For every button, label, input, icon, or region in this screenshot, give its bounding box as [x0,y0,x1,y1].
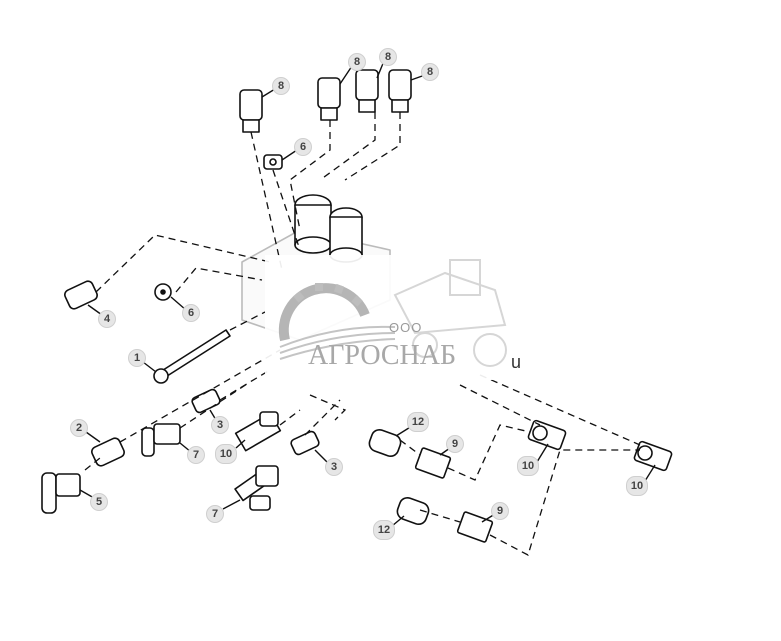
tee-10-mid [527,419,567,451]
tee-5 [41,472,81,514]
combine-harvester-icon [393,259,507,367]
watermark-suffix: u [511,352,522,372]
fitting-8-b [317,77,341,121]
part-callout-6: 6 [182,304,200,322]
part-callout-10: 10 [215,444,237,464]
fitting-3-a [191,388,221,414]
elbow-7-b [234,465,279,511]
coupler-9-b [456,511,494,543]
tee-10-right [633,440,673,472]
part-callout-8: 8 [272,77,290,95]
part-callout-10: 10 [517,456,539,476]
part-callout-7: 7 [206,505,224,523]
watermark-prefix: ООО [389,320,423,335]
watermark-panel [265,255,535,380]
plug-6-top [263,154,283,170]
coupler-9-a [414,447,452,479]
bolt-1 [153,329,231,384]
fitting-8-c [355,69,379,113]
elbow-7-a [141,423,181,457]
part-callout-7: 7 [187,446,205,464]
part-callout-3: 3 [211,416,229,434]
part-callout-4: 4 [98,310,116,328]
part-callout-8: 8 [379,48,397,66]
part-callout-12: 12 [373,520,395,540]
sensor-12-a [368,428,402,458]
sensor-12-b [396,496,430,526]
part-callout-9: 9 [446,435,464,453]
part-callout-8: 8 [421,63,439,81]
part-callout-12: 12 [407,412,429,432]
fitting-8-d [388,69,412,113]
fitting-3-b [290,430,320,456]
fitting-8-a [239,89,263,133]
gear-logo-icon [278,259,507,367]
part-callout-9: 9 [491,502,509,520]
part-callout-2: 2 [70,419,88,437]
part-callout-6: 6 [294,138,312,156]
plug-6-mid [154,283,172,301]
part-callout-5: 5 [90,493,108,511]
part-callout-3: 3 [325,458,343,476]
tee-10-left [234,411,282,452]
part-callout-1: 1 [128,349,146,367]
watermark-company-name: АГРОСНАБ [308,340,457,371]
part-callout-10: 10 [626,476,648,496]
part-callout-8: 8 [348,53,366,71]
fitting-4 [64,280,98,310]
